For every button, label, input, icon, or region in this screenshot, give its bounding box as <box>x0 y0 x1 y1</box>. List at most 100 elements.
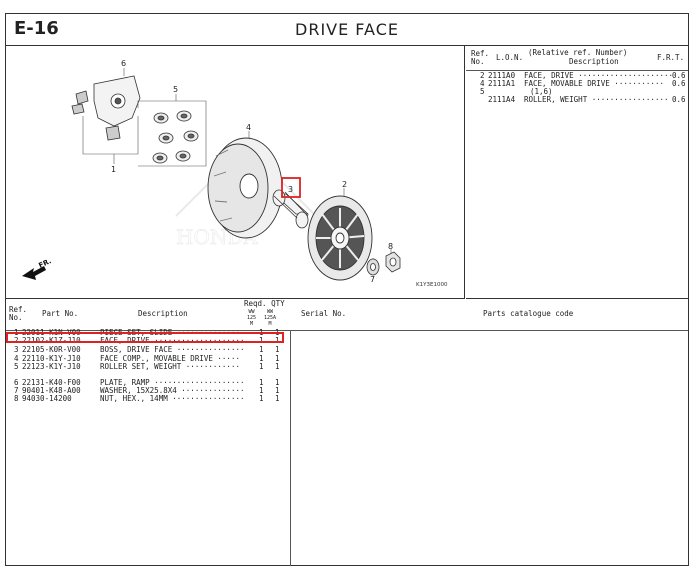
row-qty-125: 1 <box>259 394 264 403</box>
row-ref: 4 <box>14 354 19 363</box>
frt-header-desc-2: Description <box>569 57 619 66</box>
row-ref: 3 <box>14 345 19 354</box>
frt-header-ref: Ref. No. <box>471 49 490 66</box>
frt-row[interactable]: 2 2111A0 FACE, DRIVE ···················… <box>466 71 688 80</box>
diagram-drawing: HONDA <box>22 59 448 288</box>
callout-2: 2 <box>342 180 347 189</box>
frt-ref: 4 <box>480 79 485 88</box>
part-5-rollers[interactable] <box>152 110 199 164</box>
frt-lon: 2111A0 <box>488 71 516 80</box>
frt-desc: FACE, DRIVE ····················· <box>524 71 674 80</box>
row-qty-125: 1 <box>259 378 264 387</box>
frt-desc: FACE, MOVABLE DRIVE ··········· <box>524 79 664 88</box>
row-desc: NUT, HEX., 14MM ················ <box>100 394 245 403</box>
row-qty-125a: 1 <box>275 394 280 403</box>
row-qty-125: 1 <box>259 336 264 345</box>
col-header-model-125a: WW 125A M <box>264 309 277 327</box>
table-row[interactable]: 4 22110-K1Y-J10 FACE COMP., MOVABLE DRIV… <box>6 355 306 363</box>
table-row[interactable]: 8 94030-14200 NUT, HEX., 14MM ··········… <box>6 395 306 403</box>
frt-lon: 2111A4 <box>488 95 516 104</box>
row-qty-125a: 1 <box>275 386 280 395</box>
row-part-no: 90401-K48-A00 <box>22 386 81 395</box>
part-8-nut[interactable] <box>385 251 401 273</box>
callout-8: 8 <box>388 242 393 251</box>
row-qty-125: 1 <box>259 345 264 354</box>
col-header-description: Description <box>138 309 188 318</box>
row-part-no: 22110-K1Y-J10 <box>22 354 81 363</box>
callout-3: 3 <box>288 185 293 194</box>
row-qty-125: 1 <box>259 362 264 371</box>
frt-value: 0.6 <box>672 95 686 104</box>
callout-5: 5 <box>173 85 178 94</box>
front-arrow-icon: FR. <box>22 257 53 280</box>
frt-desc: (1,6) <box>530 87 553 96</box>
row-qty-125a: 1 <box>275 378 280 387</box>
row-ref: 2 <box>14 336 19 345</box>
callout-7: 7 <box>370 275 375 284</box>
row-ref: 5 <box>14 362 19 371</box>
frt-row[interactable]: 4 2111A1 FACE, MOVABLE DRIVE ···········… <box>466 79 688 88</box>
row-3-highlight-box <box>6 332 284 343</box>
row-part-no: 22131-K40-F00 <box>22 378 81 387</box>
table-row[interactable]: 5 22123-K1Y-J10 ROLLER SET, WEIGHT ·····… <box>6 363 306 371</box>
row-qty-125a: 1 <box>275 354 280 363</box>
parts-list-header: Ref. No. Part No. Description Reqd. QTY … <box>6 300 688 331</box>
row-desc: PLATE, RAMP ···················· <box>100 378 245 387</box>
row-qty-125: 1 <box>259 354 264 363</box>
frt-ref: 2 <box>480 71 485 80</box>
row-qty-125a: 1 <box>275 345 280 354</box>
frt-value: 0.6 <box>672 79 686 88</box>
part-4-movable-drive-face[interactable] <box>207 137 283 239</box>
col-header-ref: Ref. No. <box>9 305 28 322</box>
row-qty-125a: 1 <box>275 336 280 345</box>
row-part-no: 94030-14200 <box>22 394 72 403</box>
frt-row[interactable]: 5 (1,6) <box>466 87 688 96</box>
row-desc: WASHER, 15X25.8X4 ·············· <box>100 386 245 395</box>
frt-table-header: Ref. No. L.O.N. (Relative ref. Number) D… <box>466 46 688 71</box>
row-qty-125: 1 <box>259 386 264 395</box>
section-code: E-16 <box>14 18 59 39</box>
table-row[interactable]: 7 90401-K48-A00 WASHER, 15X25.8X4 ······… <box>6 387 306 395</box>
callout-numbers: 6 5 4 3 2 1 7 8 <box>111 59 393 284</box>
column-divider <box>290 330 291 566</box>
catalogue-page: E-16 DRIVE FACE HONDA <box>5 13 689 566</box>
table-row[interactable]: 6 22131-K40-F00 PLATE, RAMP ············… <box>6 379 306 387</box>
col-header-catalogue: Parts catalogue code <box>483 309 574 318</box>
callout-6: 6 <box>121 59 126 68</box>
row-ref: 6 <box>14 378 19 387</box>
frt-desc: ROLLER, WEIGHT ················· <box>524 95 669 104</box>
col-header-reqd-qty: Reqd. QTY <box>244 299 285 308</box>
frt-ref: 5 <box>480 87 485 96</box>
front-arrow-label: FR. <box>37 257 52 270</box>
row-qty-125a: 1 <box>275 362 280 371</box>
page-title: DRIVE FACE <box>295 20 399 39</box>
row-desc: BOSS, DRIVE FACE ··············· <box>100 345 245 354</box>
figure-code: K1Y3E1000 <box>416 282 448 288</box>
row-desc: ROLLER SET, WEIGHT ············ <box>100 362 240 371</box>
frt-header-lon: L.O.N. <box>496 53 524 62</box>
parts-list: Ref. No. Part No. Description Reqd. QTY … <box>6 300 688 566</box>
part-6-ramp-plate[interactable] <box>71 75 141 141</box>
row-ref: 8 <box>14 394 19 403</box>
col-header-serial: Serial No. <box>301 309 347 318</box>
part-7-washer[interactable] <box>366 258 380 276</box>
row-desc: FACE COMP., MOVABLE DRIVE ····· <box>100 354 240 363</box>
row-ref: 7 <box>14 386 19 395</box>
col-header-part-no: Part No. <box>42 309 79 318</box>
col-header-model-125: WW 125 M <box>247 309 257 327</box>
frt-value: 0.6 <box>672 71 686 80</box>
frt-header-frt: F.R.T. <box>657 53 685 62</box>
frt-row[interactable]: 2111A4 ROLLER, WEIGHT ················· … <box>466 95 688 104</box>
exploded-diagram: HONDA <box>6 46 465 299</box>
callout-1: 1 <box>111 165 116 174</box>
frt-table: Ref. No. L.O.N. (Relative ref. Number) D… <box>466 46 688 299</box>
row-part-no: 22102-K1Z-J10 <box>22 336 81 345</box>
row-desc: FACE, DRIVE ···················· <box>100 336 245 345</box>
row-part-no: 22105-K0R-V00 <box>22 345 81 354</box>
callout-3-highlight <box>281 177 301 198</box>
part-3-boss[interactable] <box>272 189 310 229</box>
table-row[interactable]: 2 22102-K1Z-J10 FACE, DRIVE ············… <box>6 337 306 345</box>
table-row-highlighted[interactable]: 3 22105-K0R-V00 BOSS, DRIVE FACE ·······… <box>6 346 306 354</box>
frt-header-desc-1: (Relative ref. Number) <box>528 48 628 57</box>
part-2-drive-face[interactable] <box>307 195 373 281</box>
